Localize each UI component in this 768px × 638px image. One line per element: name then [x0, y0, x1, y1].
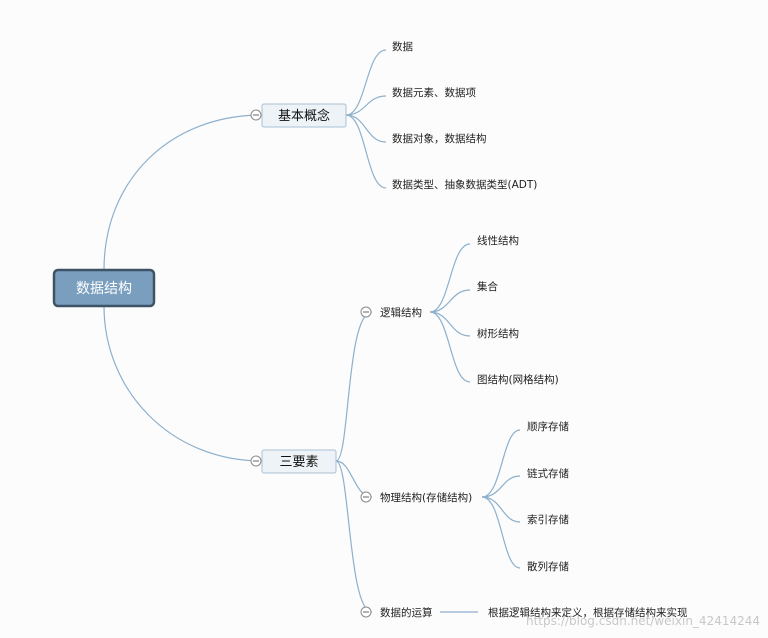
leaf-physical-2[interactable]: 链式存储 — [527, 467, 569, 480]
connector-three-op — [335, 460, 373, 613]
leaf-logic-3[interactable]: 树形结构 — [477, 327, 519, 340]
leaf-physical-4[interactable]: 散列存储 — [527, 560, 569, 573]
connector-basic-3 — [345, 114, 387, 143]
connector-lines — [103, 49, 521, 613]
connector-basic-1 — [345, 49, 387, 116]
sub-node-logic[interactable]: 逻辑结构 — [380, 306, 422, 319]
leaf-logic-2[interactable]: 集合 — [477, 280, 498, 293]
branch-label-basic: 基本概念 — [278, 108, 330, 124]
sub-node-op[interactable]: 数据的运算 — [380, 606, 433, 619]
collapse-toggle-logic[interactable] — [360, 306, 372, 318]
connector-logic-4 — [429, 311, 471, 383]
connector-physical-3 — [481, 496, 521, 523]
connector-physical-4 — [481, 496, 521, 569]
connector-three-logic — [335, 311, 373, 462]
watermark: https://blog.csdn.net/weixin_42414244 — [526, 614, 760, 628]
branch-node-basic[interactable]: 基本概念 — [261, 103, 347, 128]
collapse-toggle-physical[interactable] — [360, 491, 372, 503]
leaf-basic-2[interactable]: 数据元素、数据项 — [392, 86, 476, 99]
connector-root-basic — [103, 114, 263, 271]
branch-node-three[interactable]: 三要素 — [261, 449, 337, 474]
collapse-toggle-op[interactable] — [360, 606, 372, 618]
connector-logic-1 — [429, 243, 471, 313]
connector-root-three — [103, 305, 263, 462]
leaf-basic-3[interactable]: 数据对象，数据结构 — [392, 132, 487, 145]
root-label: 数据结构 — [76, 281, 132, 297]
leaf-physical-3[interactable]: 索引存储 — [527, 513, 569, 526]
leaf-logic-1[interactable]: 线性结构 — [477, 234, 519, 247]
leaf-basic-4[interactable]: 数据类型、抽象数据类型(ADT) — [392, 178, 537, 191]
connector-logic-2 — [429, 289, 471, 313]
leaf-op-1[interactable]: 根据逻辑结构来定义，根据存储结构来实现 — [488, 606, 688, 619]
leaf-physical-1[interactable]: 顺序存储 — [527, 420, 569, 433]
root-node[interactable]: 数据结构 — [52, 268, 156, 308]
connector-basic-2 — [345, 95, 387, 116]
collapse-toggle-three[interactable] — [250, 455, 262, 467]
connector-physical-2 — [481, 475, 521, 498]
connector-logic-3 — [429, 311, 471, 337]
collapse-toggle-basic[interactable] — [250, 109, 262, 121]
connector-physical-1 — [481, 429, 521, 498]
leaf-logic-4[interactable]: 图结构(网格结构) — [477, 373, 559, 386]
leaf-basic-1[interactable]: 数据 — [392, 40, 413, 53]
connector-basic-4 — [345, 114, 387, 189]
branch-label-three: 三要素 — [279, 455, 318, 470]
sub-node-physical[interactable]: 物理结构(存储结构) — [380, 491, 472, 504]
